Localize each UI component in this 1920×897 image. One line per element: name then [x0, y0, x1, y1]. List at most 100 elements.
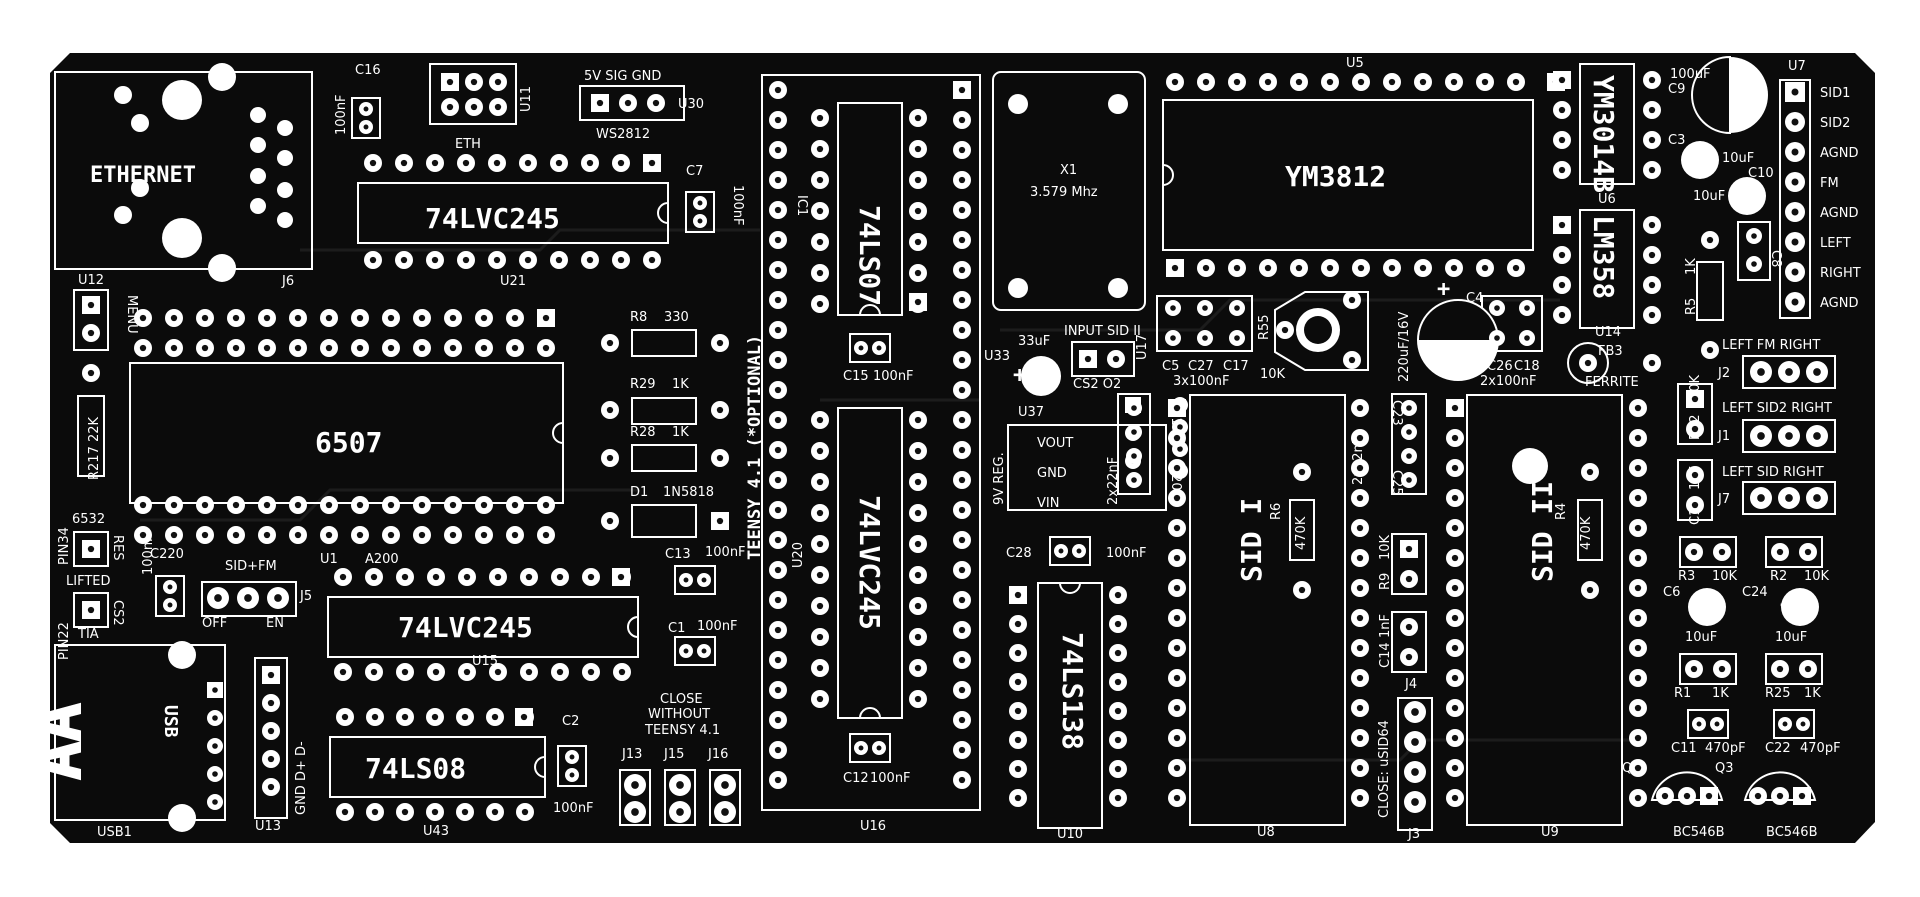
j13-ref: J13 [621, 747, 642, 762]
u7-header [1779, 79, 1811, 319]
c22-ref: C22 [1765, 741, 1791, 756]
u10-ref: U10 [1057, 827, 1083, 842]
cap-box [674, 636, 716, 666]
r2-ref: R2 [1770, 569, 1787, 584]
u17-header [1071, 341, 1135, 377]
u37-ref: U37 [1018, 405, 1044, 420]
r2-outline [1765, 536, 1823, 568]
crystal-x1: X1 3.579 Mhz [992, 71, 1146, 311]
u15-ref: U15 [472, 654, 498, 669]
teensy-label: TEENSY 4.1 (*OPTIONAL) [745, 335, 765, 560]
u21-chip-name: 74LVC245 [425, 202, 560, 235]
r25-value: 1K [1804, 686, 1821, 701]
j7-header-label: LEFT SID RIGHT [1722, 465, 1824, 480]
c19-outline [1677, 459, 1713, 521]
lifted-label: LIFTED [66, 574, 111, 589]
gnd-label: GND [1037, 466, 1067, 481]
cap-c6 [1688, 588, 1726, 626]
fb3-ref: FB3 [1598, 344, 1623, 359]
j4-outline [1397, 697, 1433, 831]
transistor-outline [1650, 771, 1724, 801]
solder-jumper [664, 769, 696, 826]
c8-ref: C8 [1768, 250, 1783, 267]
c23-group [1391, 393, 1427, 495]
c220-ref: C220 [150, 547, 184, 562]
u15-outline [327, 596, 639, 658]
u14-ref: U14 [1595, 325, 1621, 340]
usb-connector: AA USB USB1 [21, 641, 226, 840]
r9-ref: R9 [1378, 573, 1393, 590]
cap-u33 [1021, 356, 1061, 396]
r28-outline [631, 444, 697, 472]
c26-ref: C26 [1487, 359, 1513, 374]
u21-outline [357, 182, 669, 244]
pin6532-label: 6532 [72, 512, 105, 527]
c18-ref: C18 [1514, 359, 1540, 374]
c22-value: 470pF [1800, 741, 1841, 756]
c11-ref: C11 [1671, 741, 1697, 756]
x1-value: 3.579 Mhz [1030, 185, 1098, 200]
cap-box [849, 333, 891, 363]
r8-ref: R8 [630, 310, 647, 325]
pin22-pad-box [73, 592, 109, 628]
c12-value: 100nF [870, 771, 911, 786]
c220-value: 100nF [141, 534, 156, 575]
pads [82, 71, 1828, 823]
r5-outline [1696, 261, 1724, 321]
cap-c3 [1681, 141, 1719, 179]
cap-box [1687, 709, 1729, 739]
c14-outline [1391, 611, 1427, 673]
c11-value: 470pF [1705, 741, 1746, 756]
trimmer-r55 [1274, 291, 1369, 371]
u8-chip-name: SID I [1235, 498, 1268, 582]
c8-outline [1737, 221, 1771, 281]
r25-ref: R25 [1765, 686, 1791, 701]
transistor-outline [1743, 771, 1817, 801]
u1-ref: U1 [320, 552, 338, 567]
u20-ref: U20 [791, 542, 806, 568]
c13-value: 100nF [705, 545, 746, 560]
u7-pin-label: SID2 [1820, 116, 1850, 131]
u16-top-outline [837, 102, 903, 316]
u12-ref: U12 [78, 273, 104, 288]
u7-pin-label: AGND [1820, 146, 1858, 161]
r1-value: 1K [1712, 686, 1729, 701]
u11-ref: U11 [519, 86, 534, 112]
u16-top-chip-name: 74LS07 [853, 205, 886, 306]
u37-regulator [1007, 424, 1167, 511]
r3-ref: R3 [1678, 569, 1695, 584]
u12-header [73, 289, 109, 351]
j15-ref: J15 [663, 747, 684, 762]
j6-ref: J6 [281, 274, 294, 289]
c6-value: 10uF [1685, 630, 1717, 645]
j2-header-label: LEFT FM RIGHT [1722, 338, 1820, 353]
u9-chip-name: SID II [1526, 481, 1559, 582]
close-label-2: WITHOUT [648, 707, 710, 722]
u16-bottom-outline [837, 407, 903, 719]
r3-outline [1679, 536, 1737, 568]
r2-value: 10K [1804, 569, 1830, 584]
u10-outline [1037, 582, 1103, 829]
menu-label: MENU [124, 295, 139, 334]
cap-box [1773, 709, 1815, 739]
r9-value: 10K [1378, 534, 1393, 560]
u8-ref: U8 [1257, 825, 1275, 840]
c14-ref: C14 [1378, 642, 1393, 668]
regulator-label: 9V REG. [992, 452, 1007, 505]
c1-value: 100nF [697, 619, 738, 634]
r55-value: 10K [1260, 367, 1286, 382]
input-sid-label: INPUT SID II [1064, 324, 1141, 339]
c27-ref: C27 [1188, 359, 1214, 374]
c4-ref: C4 [1466, 291, 1483, 306]
u7-ref: U7 [1788, 59, 1806, 74]
r28-value: 1K [672, 425, 689, 440]
eth-label: ETH [455, 137, 481, 152]
solder-jumper [619, 769, 651, 826]
cap-box [557, 745, 587, 787]
c3-ref: C3 [1668, 133, 1685, 148]
cs2-o2-label: CS2 O2 [1073, 377, 1121, 392]
c6-ref: C6 [1663, 585, 1680, 600]
cap-box [155, 575, 185, 617]
cap-box [849, 733, 891, 763]
u43-ref: U43 [423, 824, 449, 839]
